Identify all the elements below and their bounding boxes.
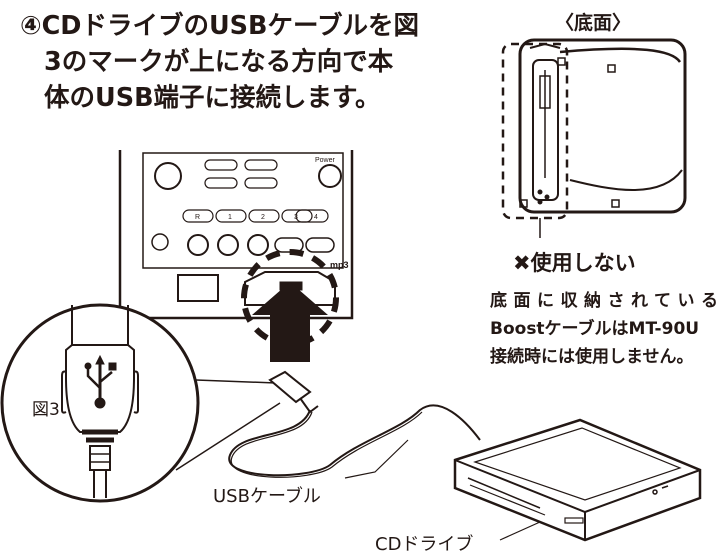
note-body-line-2: BoostケーブルはMT-90U: [490, 319, 700, 339]
usb-cable: [228, 370, 481, 479]
power-label: Power: [315, 157, 336, 164]
usb-cable-label: USBケーブル: [213, 486, 321, 507]
panel-button-label-r: R: [195, 214, 200, 221]
bottom-view-device: [501, 38, 687, 238]
note-body: 底面に収納されている BoostケーブルはMT-90U 接続時には使用しません。: [490, 287, 721, 371]
panel-logo-text: mp3: [330, 260, 349, 270]
panel-button-labels: R 1 2 3 4: [195, 214, 318, 221]
cd-drive-label: CDドライブ: [375, 534, 474, 555]
note-body-line-3: 接続時には使用しません。: [490, 347, 694, 367]
figure-label: 図3: [32, 400, 60, 420]
insert-arrow: [252, 282, 328, 362]
connector-magnified: [0, 303, 281, 503]
note-body-line-1: 底面に収納されている: [490, 291, 721, 311]
bottom-view-heading: 〈底面〉: [555, 12, 632, 34]
panel-button-label-1: 1: [228, 214, 232, 221]
panel-button-label-2: 2: [261, 214, 265, 221]
note-title: ✖使用しない: [513, 251, 636, 275]
panel-button-label-4: 4: [314, 214, 318, 221]
cd-drive-illustration: [453, 418, 702, 542]
panel-button-label-3: 3: [294, 214, 298, 221]
